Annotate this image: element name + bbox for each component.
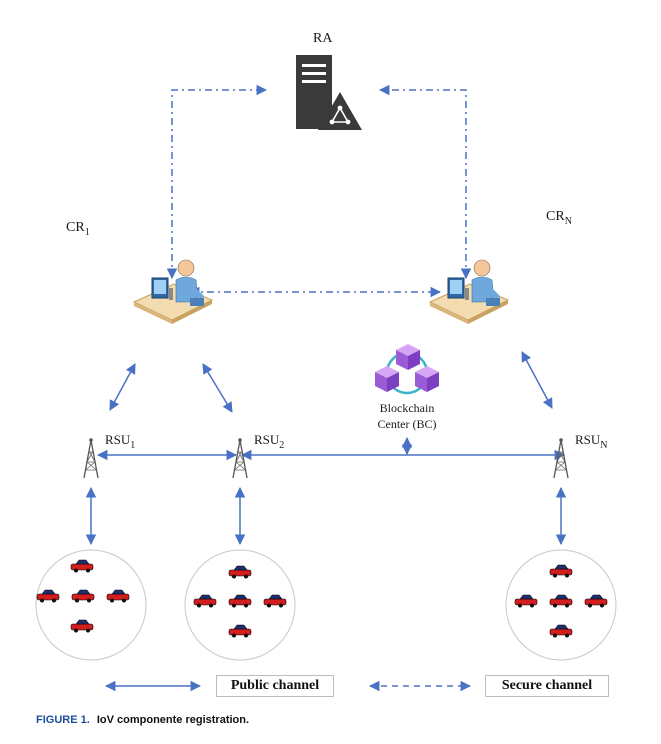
link-cr1-rsu1 xyxy=(109,363,136,411)
cr1-label: CR1 xyxy=(66,220,90,238)
bc-label-line1: Blockchain xyxy=(380,401,435,415)
secure-link-crn-ra xyxy=(378,84,472,280)
tower-icon xyxy=(232,437,248,479)
figure-caption: FIGURE 1. IoV componente registration. xyxy=(36,714,249,726)
ra-label: RA xyxy=(313,31,333,46)
link-cr1-rsu2 xyxy=(202,363,233,413)
public-links xyxy=(85,351,567,546)
rsun-label: RSUN xyxy=(575,432,608,451)
bc-label-line2: Center (BC) xyxy=(378,417,437,431)
workstation-icon xyxy=(133,259,213,325)
link-crn-rsun xyxy=(521,351,553,409)
tower-icon xyxy=(553,437,569,479)
blockchain-icon xyxy=(375,344,439,395)
caption-text: IoV componente registration. xyxy=(96,714,250,726)
workstation-icon xyxy=(429,259,509,325)
public-channel-legend: Public channel xyxy=(216,675,334,697)
secure-link-cr1-ra xyxy=(166,84,268,280)
secure-channel-legend: Secure channel xyxy=(485,675,609,697)
rsu1-label: RSU1 xyxy=(105,432,135,451)
vehicle-cluster-n xyxy=(505,549,617,661)
rsu2-label: RSU2 xyxy=(254,432,284,451)
vehicle-cluster-2 xyxy=(184,549,296,661)
tower-icon xyxy=(83,437,99,479)
crn-label: CRN xyxy=(546,209,572,227)
figure-number: FIGURE 1. xyxy=(36,714,90,726)
server-icon xyxy=(296,55,362,130)
secure-links xyxy=(166,84,472,298)
vehicle-cluster-1 xyxy=(35,549,147,661)
